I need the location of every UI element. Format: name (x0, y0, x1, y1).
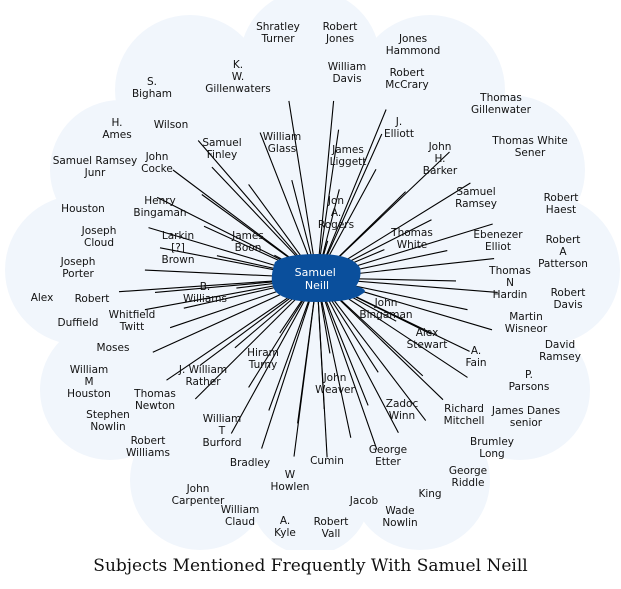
node-label[interactable]: A.Kyle (274, 515, 296, 539)
node-label[interactable]: King (418, 488, 441, 500)
edge (316, 109, 387, 279)
edge (316, 129, 340, 279)
edge (316, 277, 352, 438)
node-label[interactable]: Duffield (58, 317, 99, 329)
node-label[interactable]: Robert (75, 293, 110, 305)
diagram-caption: Subjects Mentioned Frequently With Samue… (93, 556, 528, 576)
edge (261, 277, 318, 449)
edge (316, 277, 328, 458)
center-node[interactable]: Samuel Neill (271, 254, 365, 302)
edge (316, 133, 383, 279)
node-label[interactable]: B.Williams (183, 281, 227, 305)
node-label[interactable]: Cumin (310, 455, 344, 467)
edge (316, 277, 399, 434)
node-label[interactable]: Houston (61, 203, 105, 215)
node-label[interactable]: H.Ames (102, 117, 131, 141)
node-label[interactable]: Alex (31, 292, 54, 304)
node-label[interactable]: Bradley (230, 457, 270, 469)
node-label[interactable]: J.Elliott (384, 116, 414, 140)
edge (316, 100, 335, 279)
node-label[interactable]: A.Fain (465, 345, 486, 369)
center-node-shape (271, 254, 365, 302)
edge (259, 132, 318, 279)
node-label[interactable]: Moses (97, 342, 130, 354)
node-label[interactable]: Wilson (154, 119, 189, 131)
edge (293, 277, 318, 457)
node-label[interactable]: Larkin[?]Brown (162, 230, 195, 266)
edge (316, 277, 427, 421)
node-label[interactable]: K.W.Gillenwaters (205, 59, 270, 95)
edge (316, 277, 378, 450)
halo-background (5, 0, 620, 550)
node-label[interactable]: S.Bigham (132, 76, 172, 100)
node-label[interactable]: P.Parsons (509, 369, 550, 393)
edge (230, 277, 318, 434)
center-node-label: Samuel Neill (295, 266, 340, 292)
node-label[interactable]: Jacob (349, 495, 379, 507)
edge (288, 100, 318, 279)
